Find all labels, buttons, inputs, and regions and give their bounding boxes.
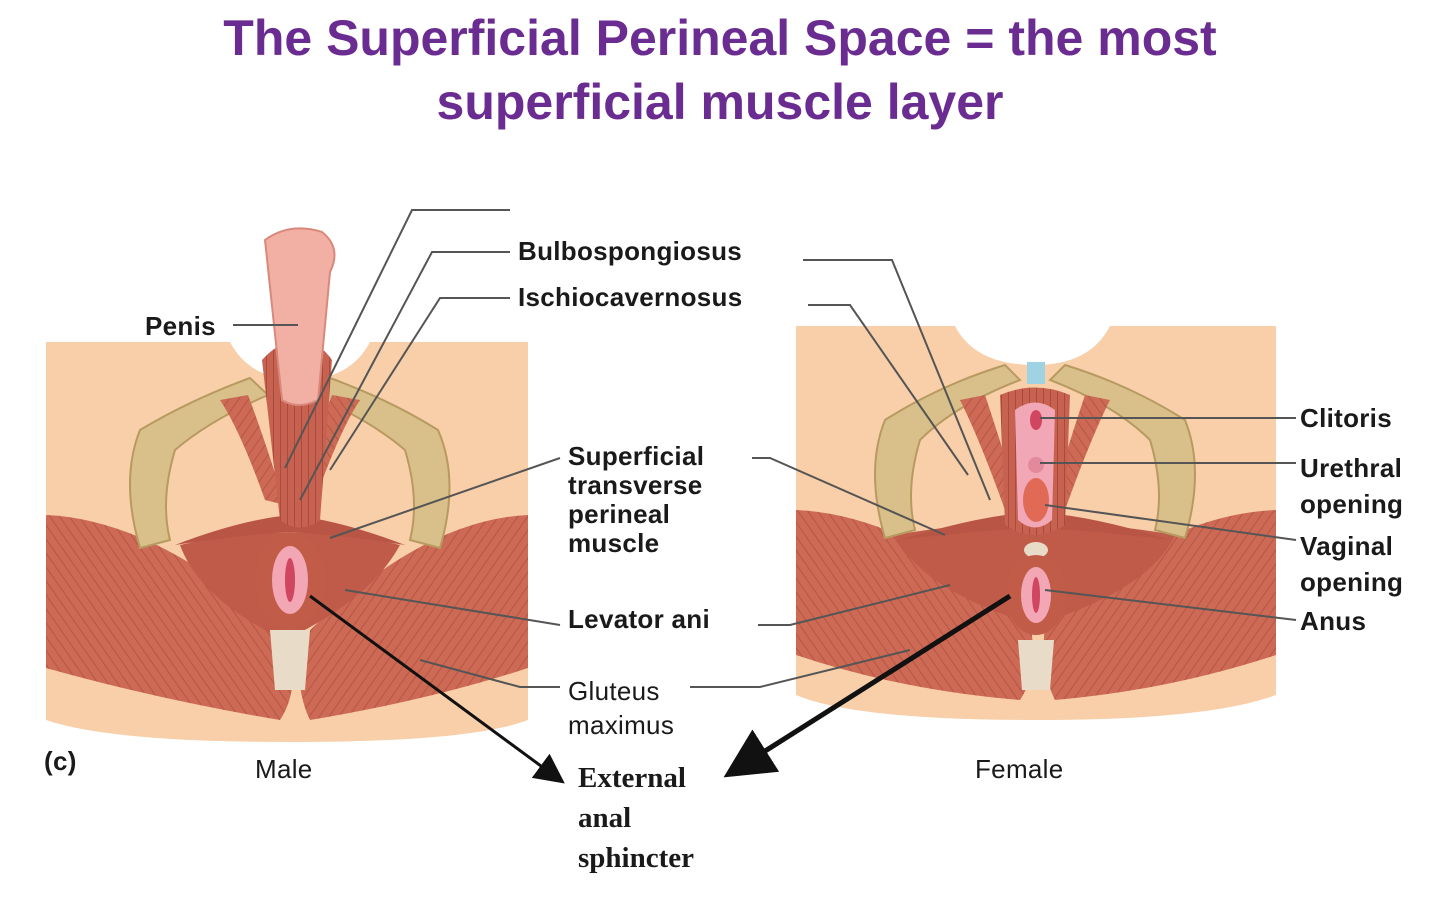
label-superficial-transverse-perineal-muscle: Superficial transverse perineal muscle: [568, 442, 704, 558]
label-ischiocavernosus: Ischiocavernosus: [518, 282, 743, 312]
label-line: Superficial: [568, 441, 705, 471]
label-line: perineal: [568, 499, 671, 529]
label-anus: Anus: [1300, 606, 1367, 636]
label-line: Urethral: [1300, 453, 1403, 483]
label-line: opening: [1300, 567, 1404, 597]
female-illustration: [796, 326, 1276, 720]
label-gluteus-maximus: Gluteus maximus: [568, 674, 674, 742]
label-bulbospongiosus: Bulbospongiosus: [518, 236, 743, 266]
label-line: maximus: [568, 710, 675, 740]
title-line-2: superficial muscle layer: [436, 74, 1004, 130]
label-line: sphincter: [578, 842, 694, 874]
label-clitoris: Clitoris: [1300, 403, 1392, 433]
label-external-anal-sphincter: External anal sphincter: [578, 758, 694, 878]
label-line: muscle: [568, 528, 660, 558]
label-vaginal-opening: Vaginal opening: [1300, 528, 1403, 600]
male-illustration: [46, 227, 528, 742]
label-levator-ani: Levator ani: [568, 604, 711, 634]
label-urethral-opening: Urethral opening: [1300, 450, 1403, 522]
title-line-1: The Superficial Perineal Space = the mos…: [223, 10, 1217, 66]
label-line: transverse: [568, 470, 703, 500]
label-male: Male: [255, 754, 313, 784]
label-line: Vaginal: [1300, 531, 1394, 561]
label-line: External: [578, 762, 686, 794]
panel-letter: (c): [44, 746, 77, 776]
label-penis: Penis: [145, 311, 216, 341]
leader-lines: [233, 209, 1297, 688]
page-title: The Superficial Perineal Space = the mos…: [0, 6, 1440, 134]
sphincter-arrows: [309, 593, 1012, 784]
label-female: Female: [975, 754, 1064, 784]
label-line: anal: [578, 802, 632, 834]
label-line: opening: [1300, 489, 1404, 519]
label-line: Gluteus: [568, 676, 660, 706]
